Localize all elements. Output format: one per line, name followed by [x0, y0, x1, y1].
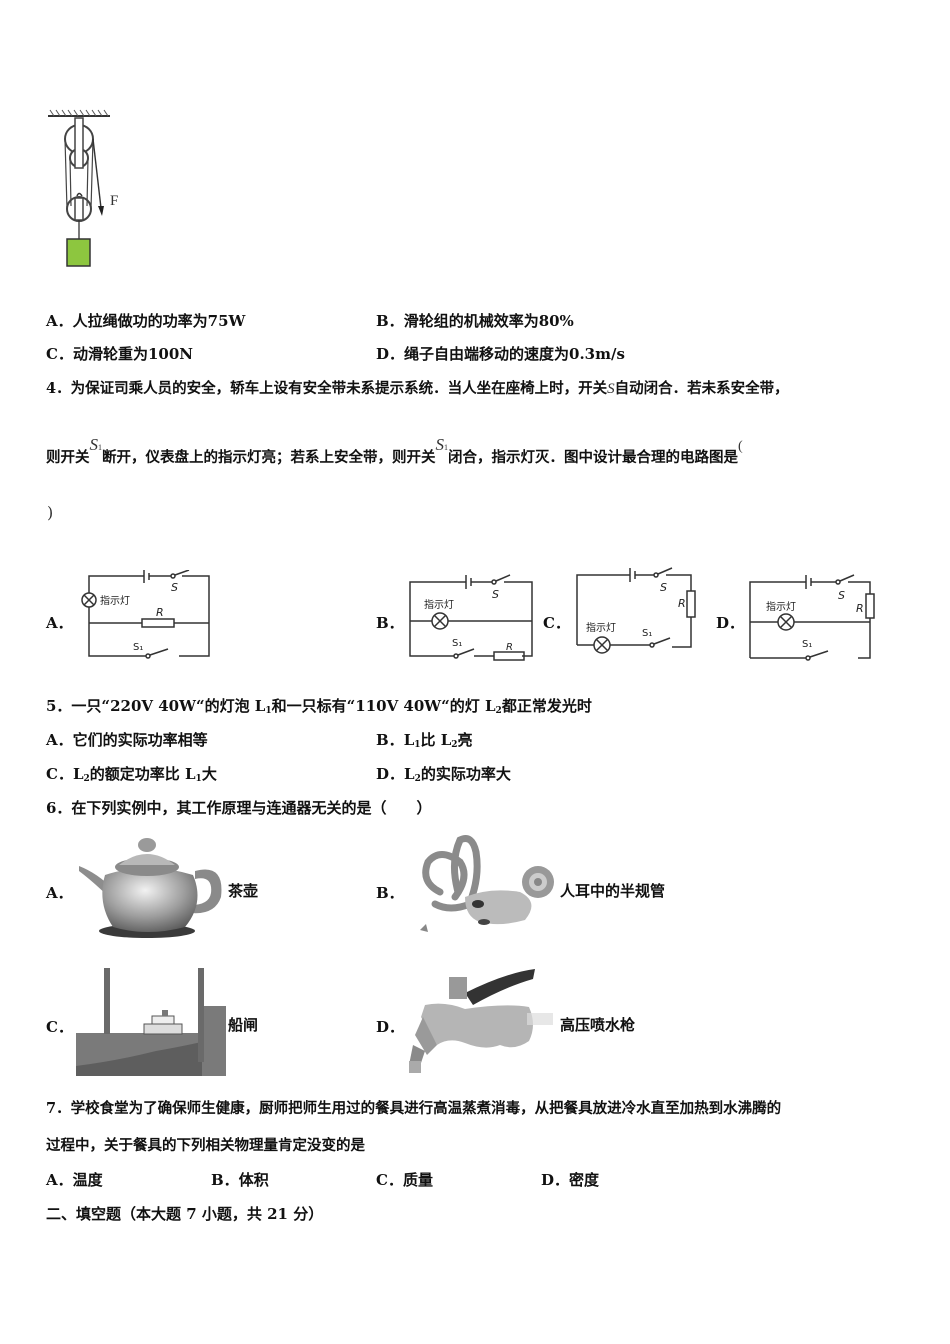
- q5-option-c[interactable]: C．L2的额定功率比 L1大: [46, 765, 217, 784]
- circuit-b[interactable]: 指示灯 S R S₁: [404, 572, 540, 664]
- ear-canal-image: [410, 832, 555, 942]
- q4-paren-close: ): [47, 503, 54, 522]
- q7-option-a[interactable]: A．温度: [46, 1171, 103, 1189]
- q4-stem-line1: 4．为保证司乘人员的安全，轿车上设有安全带未系提示系统．当人坐在座椅上时，开关S…: [46, 380, 789, 397]
- q6-option-c-caption: 船闸: [228, 1016, 259, 1034]
- q3-option-b[interactable]: B．滑轮组的机械效率为80%: [376, 312, 574, 330]
- svg-text:S: S: [838, 589, 845, 602]
- ship-lock-image: [76, 966, 228, 1076]
- pulley-figure: [44, 106, 134, 271]
- svg-text:指示灯: 指示灯: [424, 598, 454, 611]
- svg-text:S: S: [171, 581, 178, 594]
- water-gun-image: [405, 965, 560, 1077]
- q7-option-b[interactable]: B．体积: [211, 1171, 269, 1189]
- q7-stem-line2: 过程中，关于餐具的下列相关物理量肯定没变的是: [46, 1137, 365, 1154]
- q6-stem: 6．在下列实例中，其工作原理与连通器无关的是（ ）: [46, 799, 432, 817]
- svg-text:R: R: [156, 606, 164, 619]
- q4-stem-line2: 则开关S1断开，仪表盘上的指示灯亮；若系上安全带，则开关S1闭合，指示灯灭．图中…: [46, 435, 743, 467]
- svg-text:指示灯: 指示灯: [766, 600, 796, 613]
- svg-text:指示灯: 指示灯: [586, 621, 616, 634]
- svg-text:S: S: [660, 581, 667, 594]
- q6-option-c-label[interactable]: C．: [46, 1018, 73, 1036]
- circuit-a[interactable]: 指示灯 S R S₁: [76, 569, 216, 662]
- q5-stem: 5．一只“220V 40W“的灯泡 L1和一只标有“110V 40W“的灯 L2…: [46, 697, 592, 716]
- svg-text:指示灯: 指示灯: [100, 594, 130, 607]
- force-label: F: [110, 193, 119, 209]
- svg-text:S₁: S₁: [802, 639, 812, 650]
- q6-option-d-caption: 高压喷水枪: [560, 1016, 636, 1034]
- q4-option-a-label[interactable]: A．: [46, 614, 73, 632]
- q6-option-a-label[interactable]: A．: [46, 884, 73, 902]
- q6-option-a-caption: 茶壶: [228, 882, 259, 900]
- teapot-image: [75, 833, 225, 941]
- svg-text:S₁: S₁: [642, 628, 652, 639]
- q4-option-c-label[interactable]: C．: [543, 614, 570, 632]
- q5-option-a[interactable]: A．它们的实际功率相等: [46, 731, 208, 749]
- svg-text:R: R: [856, 602, 864, 615]
- q6-option-b-label[interactable]: B．: [376, 884, 404, 902]
- q7-option-d[interactable]: D．密度: [541, 1171, 600, 1189]
- svg-text:R: R: [506, 642, 513, 653]
- circuit-c[interactable]: 指示灯 S R S₁: [574, 563, 700, 663]
- circuit-d[interactable]: 指示灯 S R S₁: [746, 572, 880, 662]
- svg-text:S₁: S₁: [452, 638, 462, 649]
- q5-option-d[interactable]: D．L2的实际功率大: [376, 765, 511, 784]
- q4-option-d-label[interactable]: D．: [716, 614, 745, 632]
- section-2-heading: 二、填空题（本大题 7 小题，共 21 分）: [46, 1205, 324, 1223]
- svg-text:S: S: [492, 588, 499, 601]
- q3-option-c[interactable]: C．动滑轮重为100N: [46, 345, 193, 363]
- q3-option-d[interactable]: D．绳子自由端移动的速度为0.3m/s: [376, 345, 625, 363]
- svg-text:R: R: [678, 597, 686, 610]
- q5-option-b[interactable]: B．L1比 L2亮: [376, 731, 473, 750]
- q3-option-a[interactable]: A．人拉绳做功的功率为75W: [46, 312, 246, 330]
- svg-text:S₁: S₁: [133, 642, 143, 653]
- q6-option-b-caption: 人耳中的半规管: [560, 882, 666, 900]
- q7-stem-line1: 7．学校食堂为了确保师生健康，厨师把师生用过的餐具进行高温蒸煮消毒，从把餐具放进…: [46, 1100, 782, 1117]
- q7-option-c[interactable]: C．质量: [376, 1171, 433, 1189]
- q6-option-d-label[interactable]: D．: [376, 1018, 405, 1036]
- q4-option-b-label[interactable]: B．: [376, 614, 404, 632]
